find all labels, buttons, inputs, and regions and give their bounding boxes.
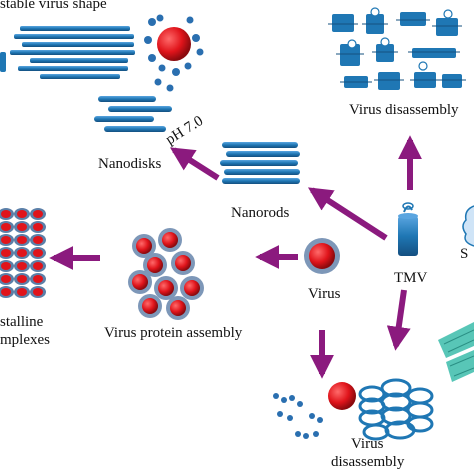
arrow-tmv-to-nanorods [307, 187, 388, 241]
label-virus: Virus [308, 286, 341, 302]
arrow-tmv-to-bottom-right [386, 289, 411, 351]
label-stable-virus-shape: stable virus shape [0, 0, 107, 12]
nanodisks [94, 96, 172, 132]
crystalline-complex-grid [0, 208, 46, 298]
label-s-partial: S [460, 246, 469, 262]
process-arrows [49, 135, 422, 379]
tmv-particle [398, 202, 418, 256]
stable-virus-rod-stack [0, 26, 135, 79]
label-crystalline-line1: stalline [0, 314, 44, 330]
coated-virus-particle [144, 14, 204, 92]
label-virus-protein-assembly: Virus protein assembly [104, 325, 243, 341]
label-nanorods: Nanorods [231, 205, 290, 221]
label-crystalline-line2: mplexes [0, 332, 50, 348]
virus-particle [304, 238, 340, 274]
disassembled-fragments-bottom [273, 378, 434, 441]
label-virus-disassembly-top: Virus disassembly [349, 102, 459, 118]
arrow-to-nanodisks [169, 147, 220, 181]
right-edge-structures [438, 205, 474, 382]
disassembled-fragments-top [328, 7, 466, 90]
label-tmv: TMV [394, 270, 428, 286]
label-nanodisks: Nanodisks [98, 156, 162, 172]
label-virus-disassembly-bottom-line1: Virus [351, 436, 384, 452]
nanorods [220, 142, 300, 184]
label-virus-disassembly-bottom-line2: disassembly [331, 454, 405, 470]
virus-protein-assembly-cluster [128, 228, 204, 320]
